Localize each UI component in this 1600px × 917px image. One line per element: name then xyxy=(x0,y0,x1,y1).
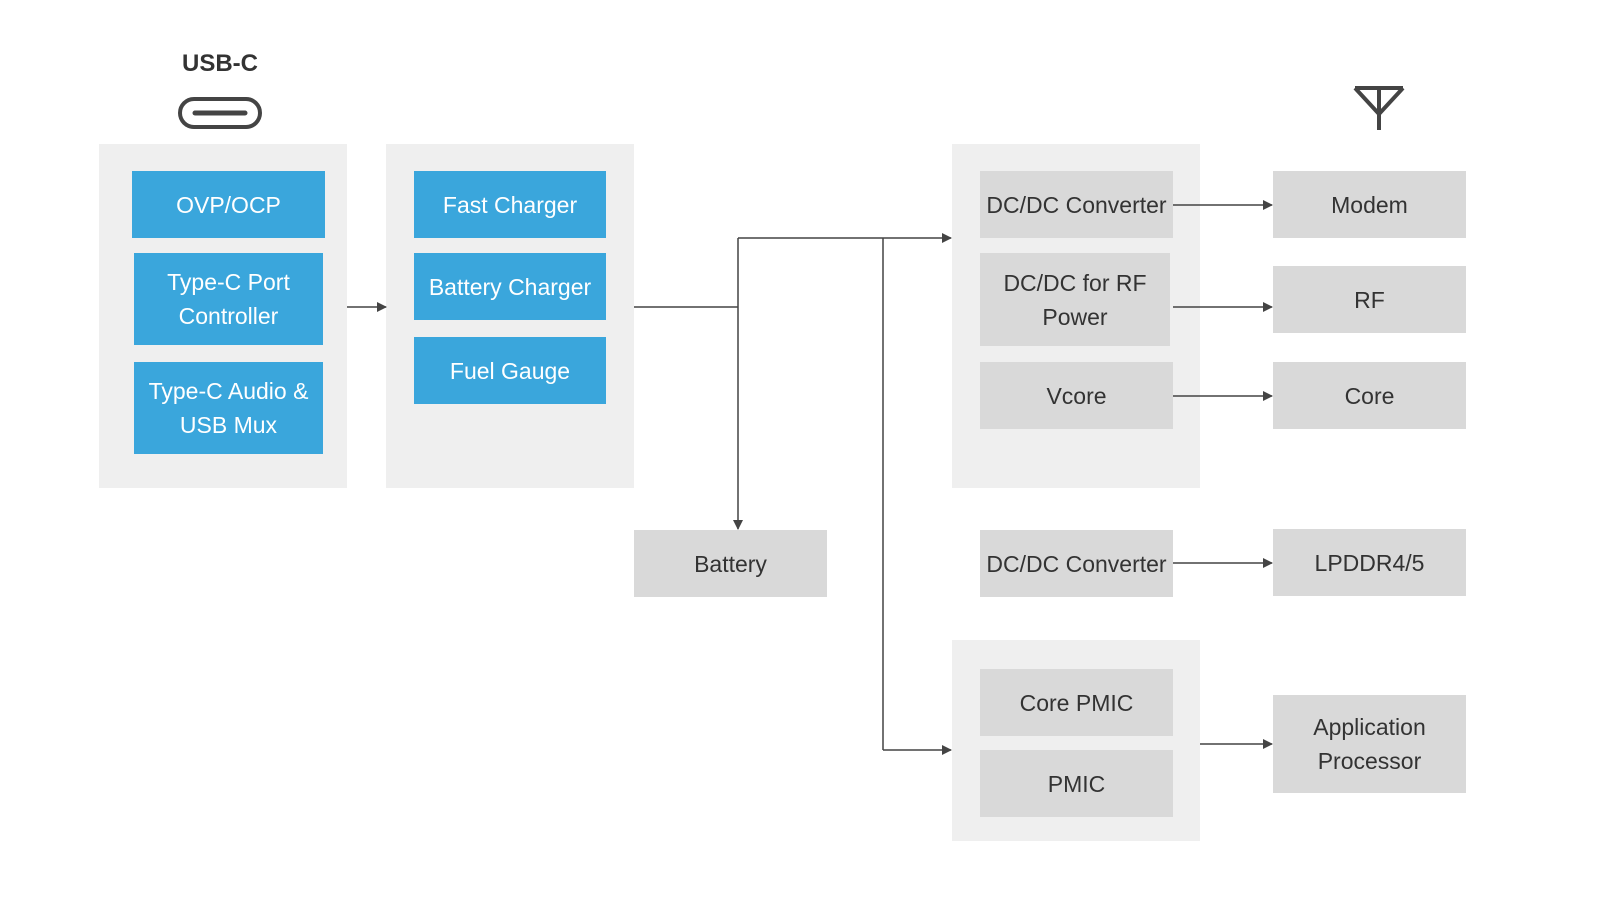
pmic-block: PMIC xyxy=(980,750,1173,817)
rf-block: RF xyxy=(1273,266,1466,333)
usb-c-icon xyxy=(178,97,262,129)
typec-audio-usb-mux-block: Type-C Audio & USB Mux xyxy=(134,362,323,454)
application-processor-block: Application Processor xyxy=(1273,695,1466,793)
core-block: Core xyxy=(1273,362,1466,429)
vcore-block: Vcore xyxy=(980,362,1173,429)
battery-block: Battery xyxy=(634,530,827,597)
fuel-gauge-block: Fuel Gauge xyxy=(414,337,606,404)
dcdc-rf-power-block: DC/DC for RF Power xyxy=(980,253,1170,346)
dcdc-memory-converter-block: DC/DC Converter xyxy=(980,530,1173,597)
usb-c-label: USB-C xyxy=(182,50,258,77)
ovp-ocp-block: OVP/OCP xyxy=(132,171,325,238)
core-pmic-block: Core PMIC xyxy=(980,669,1173,736)
battery-charger-block: Battery Charger xyxy=(414,253,606,320)
fast-charger-block: Fast Charger xyxy=(414,171,606,238)
modem-block: Modem xyxy=(1273,171,1466,238)
dcdc-converter-block: DC/DC Converter xyxy=(980,171,1173,238)
antenna-icon xyxy=(1353,86,1405,130)
lpddr-block: LPDDR4/5 xyxy=(1273,529,1466,596)
typec-port-controller-block: Type-C Port Controller xyxy=(134,253,323,345)
